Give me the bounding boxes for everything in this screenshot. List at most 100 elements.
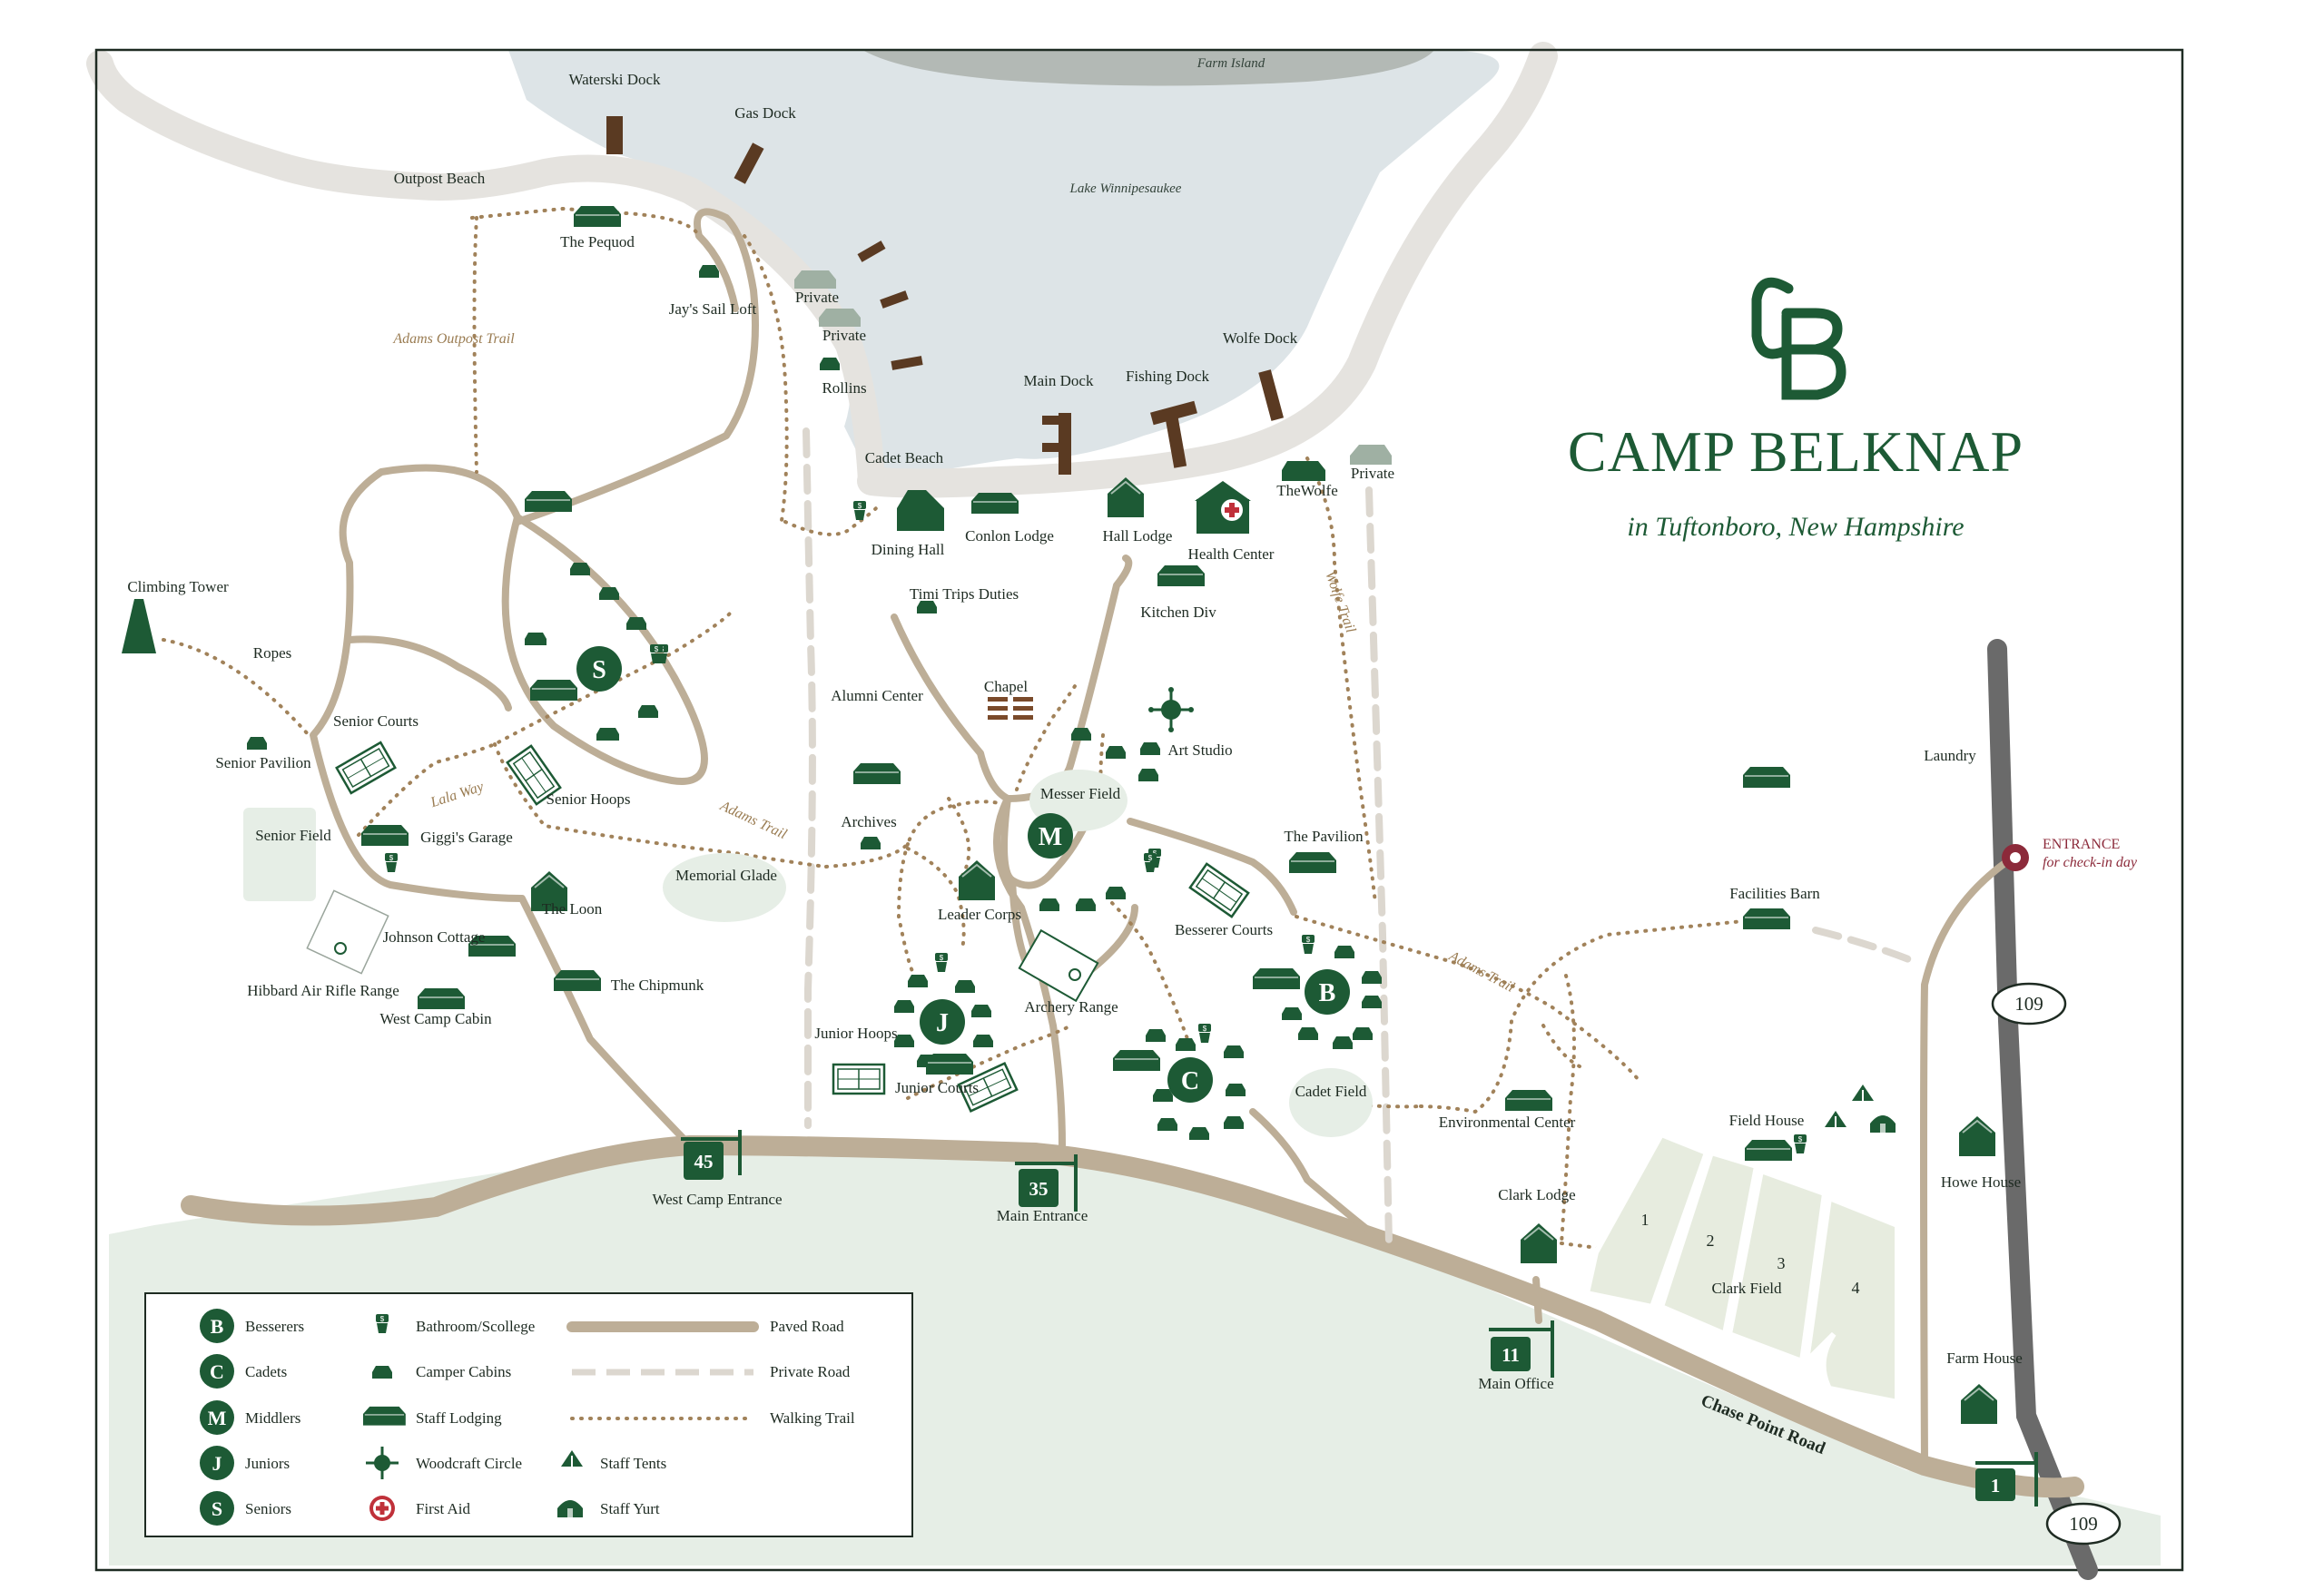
map-title: CAMP BELKNAP bbox=[1568, 419, 2024, 484]
senior-field bbox=[243, 808, 316, 901]
map-frame bbox=[94, 48, 2184, 1572]
docks bbox=[606, 116, 1285, 475]
private-label: Private bbox=[795, 289, 839, 306]
svg-text:Paved Road: Paved Road bbox=[770, 1318, 844, 1335]
cadet-field-label: Cadet Field bbox=[1295, 1083, 1367, 1100]
svg-text:Besserers: Besserers bbox=[245, 1318, 304, 1335]
junior-hoops-label: Junior Hoops bbox=[814, 1025, 897, 1042]
howe-house-label: Howe House bbox=[1941, 1173, 2021, 1191]
senior-hoops-label: Senior Hoops bbox=[546, 790, 630, 808]
archery-range bbox=[1018, 928, 1099, 1003]
archery-range-label: Archery Range bbox=[1024, 998, 1118, 1016]
private-label: Private bbox=[1351, 465, 1394, 482]
clark-field-label: Clark Field bbox=[1712, 1280, 1782, 1297]
wolfe-dock bbox=[1258, 369, 1285, 421]
svg-text:J: J bbox=[212, 1452, 222, 1475]
svg-text:45: 45 bbox=[694, 1151, 714, 1173]
private-building bbox=[794, 270, 836, 289]
svg-text:C: C bbox=[1181, 1067, 1199, 1095]
target-icon bbox=[1068, 968, 1081, 981]
entrance-marker bbox=[2002, 844, 2029, 871]
cadet-field bbox=[1289, 1068, 1373, 1137]
map-subtitle: in Tuftonboro, New Hampshire bbox=[1627, 512, 1964, 542]
svg-text:First Aid: First Aid bbox=[416, 1500, 470, 1517]
svg-text:M: M bbox=[1039, 823, 1062, 851]
hall-lodge-label: Hall Lodge bbox=[1103, 527, 1173, 545]
main-dock bbox=[1042, 413, 1071, 475]
svg-text:Gas Dock: Gas Dock bbox=[734, 104, 796, 122]
svg-text:109: 109 bbox=[2069, 1513, 2098, 1535]
jays-sail-loft-label: Jay's Sail Loft bbox=[669, 300, 757, 318]
environmental-center-label: Environmental Center bbox=[1439, 1114, 1576, 1131]
chase-point-road bbox=[181, 1134, 2084, 1498]
conlon-lodge-label: Conlon Lodge bbox=[965, 527, 1054, 545]
memorial-glade bbox=[663, 853, 786, 922]
svg-text:35: 35 bbox=[1029, 1178, 1049, 1200]
place-labels: Outpost Beach The Pequod Jay's Sail Loft… bbox=[127, 170, 2022, 1392]
gate-west-camp: 45 bbox=[681, 1130, 742, 1180]
giggis-garage-label: Giggi's Garage bbox=[420, 829, 513, 846]
kitchen-div-label: Kitchen Div bbox=[1140, 604, 1216, 621]
lake bbox=[508, 50, 1500, 481]
health-center-label: Health Center bbox=[1188, 545, 1275, 563]
main-office-label: Main Office bbox=[1478, 1375, 1553, 1392]
gate-main-office: 11 bbox=[1489, 1320, 1554, 1378]
chapel-benches bbox=[988, 697, 1033, 720]
hibbard-label: Hibbard Air Rifle Range bbox=[247, 982, 399, 999]
senior-pavilion-label: Senior Pavilion bbox=[215, 754, 311, 771]
buildings bbox=[247, 206, 1998, 1425]
legend-col2: Bathroom/Scollege Camper Cabins Staff Lo… bbox=[363, 1314, 535, 1521]
legend-col1: B Besserers C Cadets M Middlers J Junior… bbox=[200, 1309, 304, 1526]
camp-belknap-logo bbox=[1751, 277, 1846, 400]
laundry-label: Laundry bbox=[1924, 747, 1976, 764]
entrance-label: ENTRANCE bbox=[2043, 837, 2120, 852]
svg-text:Adams Trail: Adams Trail bbox=[717, 798, 790, 842]
svg-text:Waterski Dock: Waterski Dock bbox=[568, 71, 661, 88]
facilities-barn-label: Facilities Barn bbox=[1729, 885, 1820, 902]
svg-text:2: 2 bbox=[1707, 1232, 1715, 1250]
svg-text:109: 109 bbox=[2014, 993, 2043, 1015]
route-109-badge: 109 bbox=[1991, 982, 2067, 1026]
svg-text:B: B bbox=[1319, 979, 1336, 1007]
leader-corps-label: Leader Corps bbox=[938, 906, 1021, 923]
farm-island-label: Farm Island bbox=[1196, 56, 1265, 71]
field-house-label: Field House bbox=[1729, 1112, 1805, 1129]
svg-text:Private Road: Private Road bbox=[770, 1363, 851, 1380]
svg-text:C: C bbox=[210, 1360, 224, 1383]
svg-text:Bathroom/Scollege: Bathroom/Scollege bbox=[416, 1318, 535, 1335]
private-building bbox=[1350, 445, 1392, 465]
pequod-label: The Pequod bbox=[560, 233, 635, 250]
svg-text:S: S bbox=[592, 656, 606, 684]
target-icon bbox=[334, 942, 347, 955]
svg-text:Camper Cabins: Camper Cabins bbox=[416, 1363, 511, 1380]
shoreline-west bbox=[86, 50, 885, 495]
senior-courts-label: Senior Courts bbox=[333, 712, 419, 730]
the-pavilion-label: The Pavilion bbox=[1284, 828, 1364, 845]
svg-text:3: 3 bbox=[1777, 1254, 1786, 1272]
dining-hall-building bbox=[897, 490, 944, 531]
cadets-badge: C bbox=[1167, 1057, 1213, 1103]
junior-courts-label: Junior Courts bbox=[895, 1079, 979, 1096]
walking-trails bbox=[162, 206, 1745, 1250]
svg-text:Main Dock: Main Dock bbox=[1024, 372, 1094, 389]
svg-text:M: M bbox=[208, 1407, 227, 1429]
gate-main: 35 bbox=[1015, 1154, 1078, 1212]
svg-text:Staff Lodging: Staff Lodging bbox=[416, 1409, 502, 1427]
legend: B Besserers C Cadets M Middlers J Junior… bbox=[144, 1292, 913, 1537]
farm-island bbox=[862, 50, 1434, 86]
west-camp-entrance-label: West Camp Entrance bbox=[652, 1191, 782, 1208]
farm-house-label: Farm House bbox=[1946, 1350, 2023, 1367]
seniors-badge: S bbox=[576, 646, 622, 692]
middlers-badge: M bbox=[1028, 813, 1073, 859]
highway-109 bbox=[1987, 639, 2098, 1580]
private-label: Private bbox=[822, 327, 866, 344]
svg-text:Staff Tents: Staff Tents bbox=[600, 1455, 666, 1472]
johnson-cottage-label: Johnson Cottage bbox=[383, 928, 486, 946]
svg-text:J: J bbox=[936, 1009, 949, 1037]
memorial-glade-label: Memorial Glade bbox=[675, 867, 777, 884]
private-roads bbox=[803, 427, 1919, 1247]
entrance-note: for check-in day bbox=[2043, 855, 2138, 870]
gate-entrance: 1 bbox=[1975, 1452, 2038, 1507]
dock-segment bbox=[891, 356, 923, 370]
